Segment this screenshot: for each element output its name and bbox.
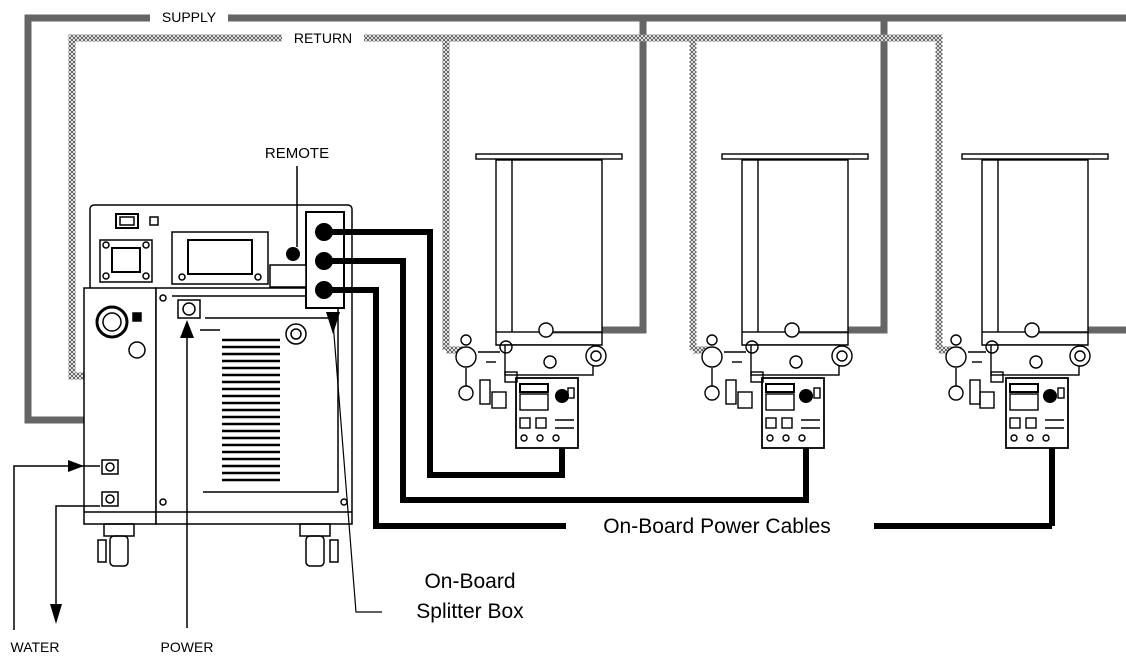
splitter-leader <box>332 321 382 613</box>
cryopump-2-power-port <box>799 389 813 403</box>
cryopump-1 <box>455 153 623 449</box>
water-label: WATER <box>11 639 60 655</box>
cryopump-2 <box>701 153 869 449</box>
remote-label: REMOTE <box>265 145 329 162</box>
power-cables-label: On-Board Power Cables <box>603 515 831 538</box>
return-label-bg <box>290 30 356 46</box>
supply-label: SUPPLY <box>162 9 217 25</box>
water-out-arrow <box>50 604 62 624</box>
power-arrow <box>180 320 194 338</box>
remote-port <box>286 247 300 261</box>
supply-label-bg <box>158 9 220 27</box>
cryopump-3 <box>945 153 1109 449</box>
splitter-label-line2: Splitter Box <box>416 600 524 623</box>
cryopump-1-power-port <box>555 389 569 403</box>
cryopump-3-power-port <box>1043 389 1057 403</box>
splitter-arrow <box>326 312 340 334</box>
return-label: RETURN <box>294 30 352 46</box>
water-in-arrow <box>68 460 84 472</box>
power-label: POWER <box>161 639 214 655</box>
splitter-label-line1: On-Board <box>424 570 515 593</box>
